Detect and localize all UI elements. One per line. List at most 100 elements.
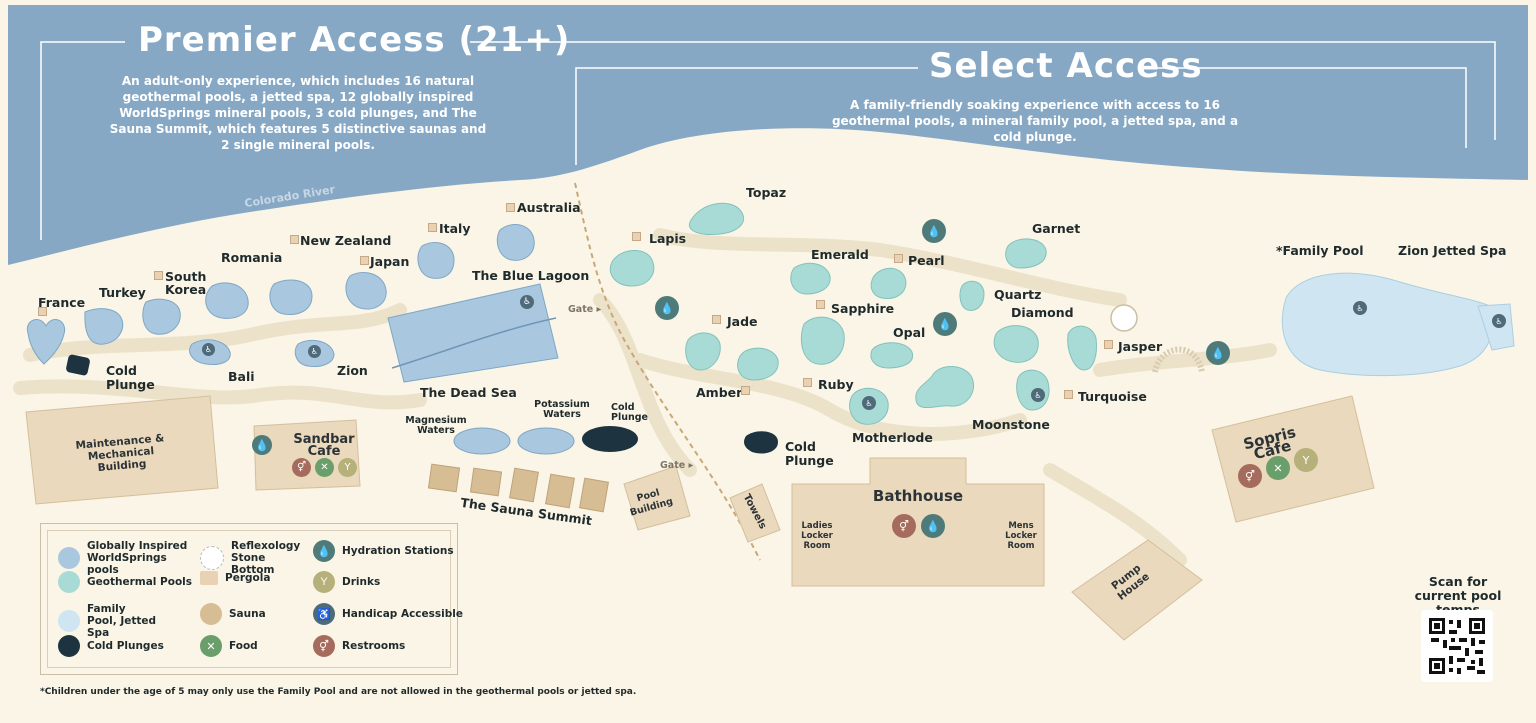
- label-lapis: Lapis: [649, 231, 687, 246]
- pool-quartz: [959, 280, 985, 311]
- accessible-icon: ♿: [1492, 314, 1506, 328]
- pool-lapis: [609, 250, 655, 287]
- select-access-description: A family-friendly soaking experience wit…: [831, 98, 1239, 144]
- select-access-title: Select Access: [929, 46, 1203, 86]
- sauna-swatch: [200, 603, 222, 625]
- legend-item: Family Pool, Jetted Spa: [58, 603, 157, 639]
- cold-plunge-1: [66, 354, 90, 376]
- premier-access-title: Premier Access (21+): [138, 20, 571, 60]
- label-japan: Japan: [370, 254, 410, 269]
- colorado-river: [8, 5, 1528, 265]
- restroom-icon: ⚥: [313, 635, 335, 657]
- accessible-icon: ♿: [1353, 301, 1367, 315]
- geothermal-swatch: [58, 571, 80, 593]
- ladies-locker-label: Ladies Locker Room: [801, 521, 833, 551]
- label-zion-jetted-spa: Zion Jetted Spa: [1398, 243, 1507, 258]
- label-cold-plunge-3: Cold Plunge: [785, 439, 834, 468]
- pergola-icon: [290, 235, 299, 244]
- food-icon: ✕: [315, 458, 334, 477]
- label-france: France: [38, 295, 86, 310]
- towels-building: [729, 483, 781, 543]
- pool-opal: [870, 342, 914, 369]
- water-drop-icon: 💧: [655, 296, 679, 320]
- pool-italy: [417, 242, 455, 279]
- legend-item: 💧Hydration Stations: [313, 540, 454, 562]
- water-drop-icon: 💧: [252, 435, 272, 455]
- legend-item: ✕Food: [200, 635, 258, 657]
- water-drop-icon: 💧: [313, 540, 335, 562]
- qr-code[interactable]: [1421, 610, 1493, 682]
- label-cold-plunge-2: Cold Plunge: [611, 402, 648, 423]
- pool-blue-lagoon: [387, 283, 559, 383]
- label-motherlode: Motherlode: [852, 430, 933, 445]
- pool-pearl: [870, 267, 907, 299]
- sopris-cafe-building: [1211, 395, 1375, 523]
- restroom-icon: ⚥: [292, 458, 311, 477]
- pool-diamond: [993, 325, 1039, 363]
- pergola-icon: [741, 386, 750, 395]
- map-legend: [40, 523, 458, 675]
- label-emerald: Emerald: [811, 247, 869, 262]
- label-jasper: Jasper: [1118, 339, 1163, 354]
- drink-icon: Y: [1294, 448, 1318, 472]
- pool-japan: [345, 272, 387, 310]
- label-opal: Opal: [893, 325, 926, 340]
- access-divider: [574, 182, 761, 561]
- potassium-pool: [517, 427, 575, 455]
- label-magnesium: Magnesium Waters: [405, 415, 467, 436]
- pool-romania: [205, 282, 249, 319]
- bathhouse-label: Bathhouse: [872, 487, 964, 505]
- water-drop-icon: 💧: [922, 219, 946, 243]
- sandbar-cafe-building: [253, 419, 361, 491]
- worldsprings-swatch: [58, 547, 80, 569]
- pergola-icon: [803, 378, 812, 387]
- label-pearl: Pearl: [908, 253, 945, 268]
- pool-south-korea: [142, 298, 181, 335]
- pergola-icon: [1064, 390, 1073, 399]
- legend-item: Reflexology Stone Bottom: [200, 540, 307, 576]
- food-icon: ✕: [200, 635, 222, 657]
- legend-item: Cold Plunges: [58, 635, 164, 657]
- label-quartz: Quartz: [994, 287, 1042, 302]
- footnote: *Children under the age of 5 may only us…: [40, 687, 637, 697]
- pool-building: [623, 465, 691, 531]
- legend-item: ♿Handicap Accessible: [313, 603, 463, 625]
- sauna-1: [427, 463, 461, 493]
- family-pool-swatch: [58, 610, 80, 632]
- label-blue-lagoon: The Blue Lagoon: [472, 268, 590, 283]
- cold-plunge-2: [582, 426, 638, 452]
- label-jade: Jade: [727, 314, 758, 329]
- pergola-icon: [894, 254, 903, 263]
- pool-france: [26, 319, 66, 365]
- label-bali: Bali: [228, 369, 255, 384]
- drink-icon: Y: [338, 458, 357, 477]
- pergola-icon: [712, 315, 721, 324]
- pool-jade: [685, 332, 721, 371]
- label-family-pool: *Family Pool: [1276, 243, 1364, 258]
- sandbar-cafe-label: Sandbar Cafe: [293, 432, 355, 459]
- reflexology-icon: [200, 546, 224, 570]
- label-zion: Zion: [337, 363, 368, 378]
- restroom-icon: ⚥: [892, 514, 916, 538]
- sauna-3: [508, 467, 540, 503]
- water-drop-icon: 💧: [933, 312, 957, 336]
- pergola-icon: [632, 232, 641, 241]
- gate-label-2: Gate ▸: [660, 460, 694, 471]
- drink-icon: Y: [313, 571, 335, 593]
- label-diamond: Diamond: [1011, 305, 1074, 320]
- mens-locker-label: Mens Locker Room: [1005, 521, 1037, 551]
- accessible-icon: ♿: [1031, 388, 1045, 402]
- label-ruby: Ruby: [818, 377, 854, 392]
- reflexology-arch: [1152, 346, 1205, 373]
- label-romania: Romania: [221, 250, 283, 265]
- accessible-icon: ♿: [862, 396, 876, 410]
- legend-item: Sauna: [200, 603, 266, 625]
- pool-sapphire: [800, 316, 845, 365]
- pool-amber: [737, 347, 779, 381]
- food-icon: ✕: [1266, 456, 1290, 480]
- label-potassium: Potassium Waters: [534, 399, 590, 420]
- qr-code-icon: [1429, 618, 1485, 674]
- bathhouse-building: [791, 457, 1045, 587]
- accessible-icon: ♿: [313, 603, 335, 625]
